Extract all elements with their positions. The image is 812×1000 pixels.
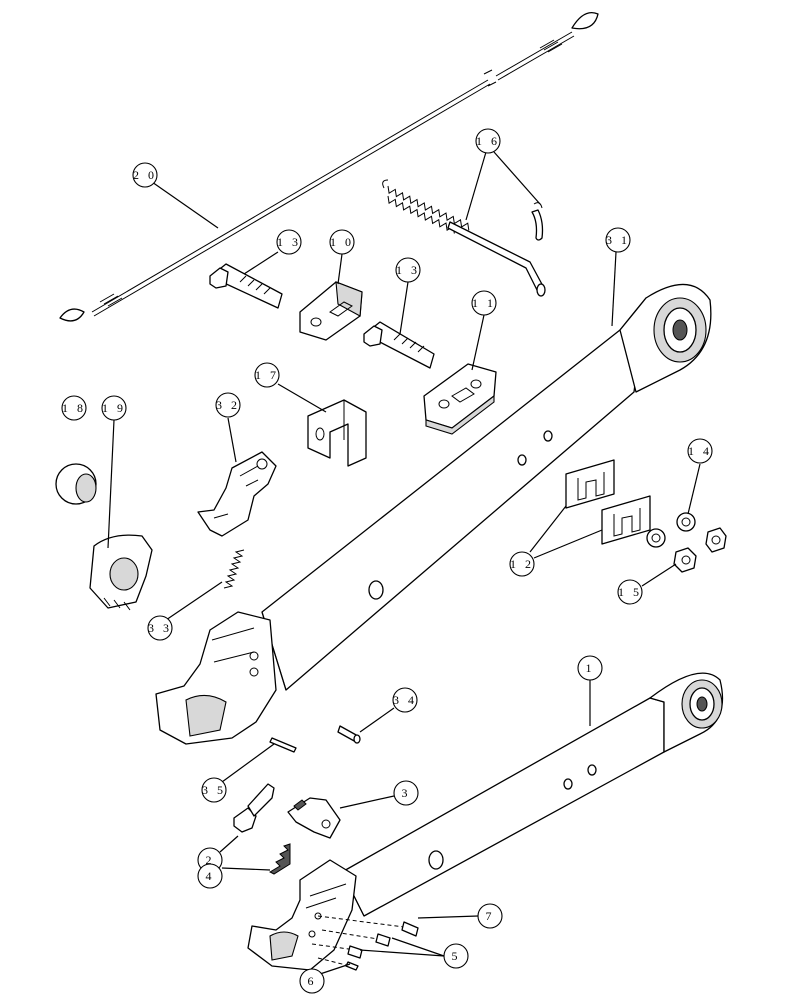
callout-label: 1 3 xyxy=(277,235,301,249)
callout-20: 2 0 xyxy=(132,162,158,188)
callout-17: 1 7 xyxy=(254,362,280,388)
callout-label: 1 9 xyxy=(102,401,126,415)
block-part-10 xyxy=(299,281,363,341)
bracket-part-17 xyxy=(307,399,367,467)
lower-link-arm-part-1 xyxy=(247,672,724,971)
callout-14: 1 4 xyxy=(687,438,713,464)
guide-part-19 xyxy=(89,534,153,611)
callout-label: 3 1 xyxy=(606,233,630,247)
callout-label: 5 xyxy=(452,949,461,963)
callout-16: 1 6 xyxy=(475,128,501,154)
callout-33: 3 3 xyxy=(147,615,173,641)
callout-4: 4 xyxy=(197,863,223,889)
bolt-part-13-lower xyxy=(363,321,435,369)
check-chain-part-20 xyxy=(59,11,599,322)
bolt-part-13-upper xyxy=(209,263,283,309)
washer-part-14 xyxy=(646,512,696,548)
callout-label: 1 1 xyxy=(472,296,496,310)
pin-part-7 xyxy=(401,921,419,937)
callout-7: 7 xyxy=(477,903,503,929)
callout-label: 2 xyxy=(206,853,215,867)
callout-label: 1 xyxy=(586,661,595,675)
callout-label: 1 7 xyxy=(255,368,279,382)
callout-35: 3 5 xyxy=(201,777,227,803)
callout-11: 1 1 xyxy=(471,290,497,316)
callout-label: 1 0 xyxy=(330,235,354,249)
callout-label: 1 5 xyxy=(618,585,642,599)
latch-part-32 xyxy=(197,451,277,537)
ball-part-18 xyxy=(55,463,97,505)
pin-part-6 xyxy=(345,961,359,971)
callout-label: 1 8 xyxy=(62,401,86,415)
callout-label: 2 0 xyxy=(133,168,157,182)
callout-label: 3 5 xyxy=(202,783,226,797)
callout-13-upper: 1 3 xyxy=(276,229,302,255)
callout-32: 3 2 xyxy=(215,392,241,418)
callout-label: 7 xyxy=(486,909,495,923)
callout-label: 6 xyxy=(308,974,317,988)
spring-part-33 xyxy=(223,549,245,589)
nut-part-15 xyxy=(673,527,727,573)
lower-link-arm-part-31 xyxy=(155,283,712,745)
shim-part-12 xyxy=(565,459,651,545)
callout-10: 1 0 xyxy=(329,229,355,255)
spring-part-4 xyxy=(268,843,291,875)
callout-15: 1 5 xyxy=(617,579,643,605)
callout-label: 4 xyxy=(206,869,215,883)
pin-part-35 xyxy=(269,737,297,753)
plate-part-11 xyxy=(423,363,497,435)
latch-part-3 xyxy=(287,797,341,839)
spring-rod-part-16 xyxy=(382,179,546,297)
callout-5: 5 xyxy=(443,943,469,969)
bushing-part-5 xyxy=(347,933,391,959)
callout-19: 1 9 xyxy=(101,395,127,421)
callout-13-lower: 1 3 xyxy=(395,257,421,283)
callout-34: 3 4 xyxy=(392,687,418,713)
callout-3: 3 xyxy=(393,780,419,806)
callout-label: 3 2 xyxy=(216,398,240,412)
callout-label: 1 3 xyxy=(396,263,420,277)
leader-lines xyxy=(107,151,701,975)
callout-31: 3 1 xyxy=(605,227,631,253)
callout-1: 1 xyxy=(577,655,603,681)
pin-part-34 xyxy=(337,725,361,744)
callout-label: 1 4 xyxy=(688,444,712,458)
latch-part-2 xyxy=(233,783,275,833)
callout-label: 3 3 xyxy=(148,621,172,635)
callout-12: 1 2 xyxy=(509,551,535,577)
callout-18: 1 8 xyxy=(61,395,87,421)
callout-label: 1 6 xyxy=(476,134,500,148)
callout-label: 1 2 xyxy=(510,557,534,571)
callout-label: 3 xyxy=(402,786,411,800)
callout-6: 6 xyxy=(299,968,325,994)
callout-label: 3 4 xyxy=(393,693,417,707)
